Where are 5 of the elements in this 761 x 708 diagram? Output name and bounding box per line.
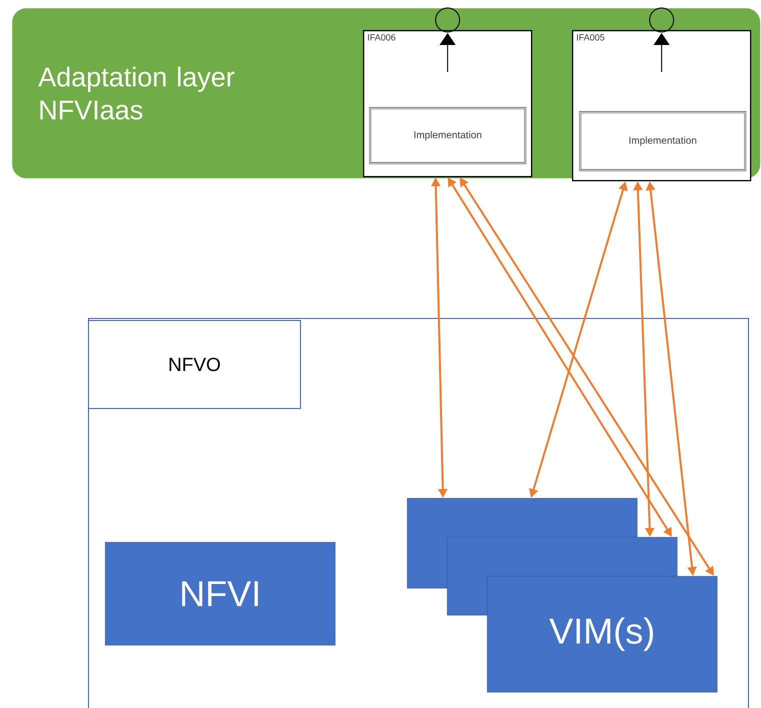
label-box: NFVO — [88, 320, 301, 409]
component-box: VIM(s) — [487, 576, 718, 692]
implementation-box: Implementation — [369, 107, 526, 164]
component-box: NFVI — [105, 542, 336, 646]
implementation-box: Implementation — [579, 111, 746, 172]
